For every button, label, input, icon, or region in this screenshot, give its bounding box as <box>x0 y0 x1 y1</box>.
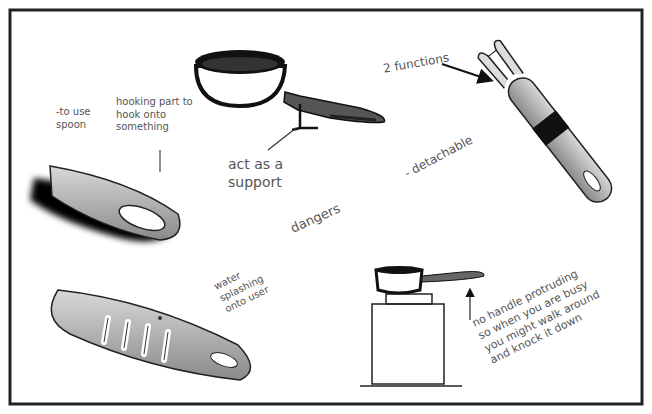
note-label: 2 functions <box>382 48 463 77</box>
pointer-arrow <box>442 64 490 80</box>
note-label: -to use spoon <box>56 106 100 131</box>
frame <box>10 10 642 404</box>
note-label: - detachable <box>402 126 489 181</box>
note-label: act as a support <box>228 156 308 191</box>
slotted-handle <box>51 290 250 380</box>
note-label: water splashing onto user <box>212 250 293 315</box>
note-label: no handle protruding so when you are bus… <box>470 261 611 367</box>
pan-sketch <box>195 50 385 150</box>
note-label: hooking part to hook onto something <box>116 96 194 134</box>
detachable-handle <box>476 38 618 208</box>
note-label: dangers <box>288 194 359 237</box>
stove-sketch <box>360 266 484 386</box>
hook-handle <box>30 150 180 241</box>
